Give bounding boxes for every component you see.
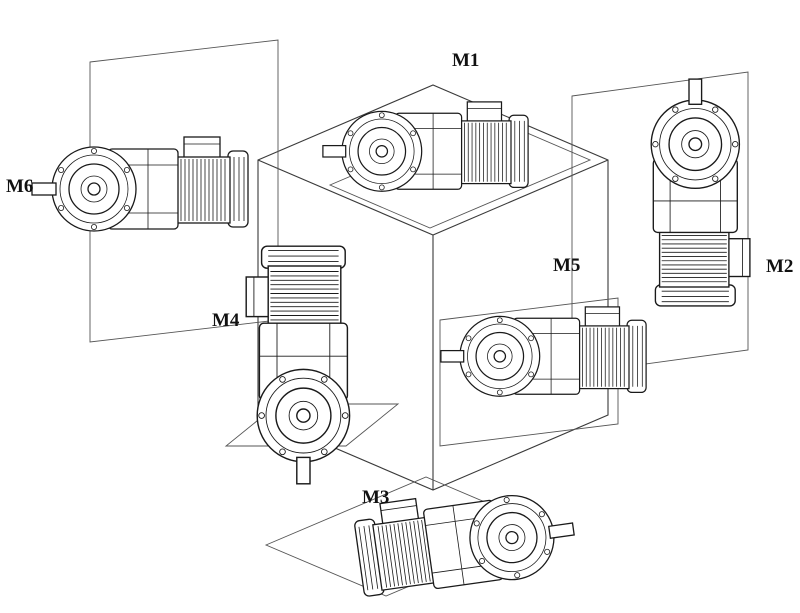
- label-m2: M2: [766, 256, 793, 277]
- label-m6: M6: [6, 176, 33, 197]
- gearmotor-m4: [245, 245, 351, 485]
- label-m4: M4: [212, 310, 240, 331]
- gearmotor-m2: [650, 78, 751, 307]
- gearmotor-m1: [322, 101, 529, 192]
- cube-front-edges: [257, 159, 609, 490]
- label-m1: M1: [452, 50, 479, 71]
- gearmotor-m6: [31, 136, 249, 232]
- label-m3: M3: [362, 487, 389, 508]
- gearmotor-m5: [440, 306, 647, 397]
- mounting-plane-m5: [439, 297, 619, 447]
- label-m5: M5: [553, 255, 580, 276]
